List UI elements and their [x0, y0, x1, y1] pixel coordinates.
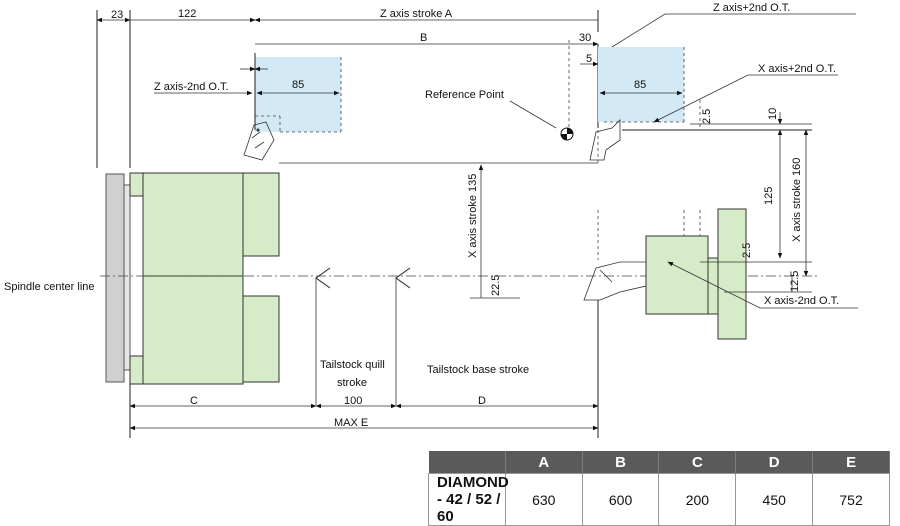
- spindle-center-line-label: Spindle center line: [4, 281, 95, 293]
- spec-col-e: E: [812, 451, 890, 474]
- dim-12-5: 12.5: [789, 271, 801, 292]
- spec-model-suffix: - 42 / 52 / 60: [437, 491, 501, 525]
- spec-model-prefix: DIAMOND: [437, 474, 509, 491]
- dim-b: B: [420, 32, 427, 44]
- dim-5: 5: [586, 53, 592, 65]
- tailstock-quill-label-2: stroke: [337, 377, 367, 389]
- spec-value-b: 600: [581, 473, 660, 526]
- z-axis-minus-2nd-ot-label: Z axis-2nd O.T.: [154, 81, 229, 93]
- spec-col-c: C: [658, 451, 737, 474]
- x-axis-minus-2nd-ot-label: X axis-2nd O.T.: [764, 295, 839, 307]
- dim-122: 122: [178, 8, 196, 20]
- dim-2-5-top: 2.5: [701, 109, 713, 124]
- dim-d: D: [478, 395, 486, 407]
- spec-col-a: A: [505, 451, 583, 474]
- spec-value-d: 450: [735, 473, 814, 526]
- spec-value-e: 752: [812, 473, 890, 526]
- x-axis-stroke-135-label: X axis stroke 135: [467, 174, 479, 258]
- z-minus-zone: [255, 57, 341, 132]
- spec-value-a: 630: [504, 473, 583, 526]
- spec-col-b: B: [582, 451, 660, 474]
- x-axis-plus-2nd-ot-label: X axis+2nd O.T.: [758, 63, 836, 75]
- reference-point-marker: [560, 127, 574, 141]
- spec-table: A B C D E DIAMOND - 42 / 52 / 60 630 600…: [428, 451, 890, 526]
- z-axis-plus-2nd-ot-label: Z axis+2nd O.T.: [713, 2, 790, 14]
- dim-100: 100: [344, 395, 362, 407]
- dim-c: C: [190, 395, 198, 407]
- dim-85-left: 85: [292, 79, 304, 91]
- z-plus-zone: [598, 47, 684, 122]
- z-axis-stroke-a-label: Z axis stroke A: [380, 8, 453, 20]
- spec-table-model-header: [428, 451, 506, 474]
- spec-value-c: 200: [658, 473, 737, 526]
- tailstock-quill-label-1: Tailstock quill: [320, 359, 385, 371]
- reference-point-label: Reference Point: [425, 89, 504, 101]
- dim-23: 23: [111, 9, 123, 21]
- dim-125: 125: [763, 187, 775, 205]
- spec-model-name: DIAMOND - 42 / 52 / 60: [428, 473, 509, 526]
- dim-22-5: 22.5: [490, 275, 502, 296]
- table-row: DIAMOND - 42 / 52 / 60 630 600 200 450 7…: [428, 473, 890, 526]
- spec-col-d: D: [735, 451, 814, 474]
- spindle-chuck: [105, 172, 280, 385]
- dim-85-right: 85: [634, 79, 646, 91]
- dim-30: 30: [579, 32, 591, 44]
- dim-2-5-mid: 2.5: [741, 243, 753, 258]
- machine-stroke-diagram: Spindle center line 23 122 Z axis stroke…: [4, 2, 858, 438]
- tailstock-base-stroke-label: Tailstock base stroke: [427, 364, 529, 376]
- turret-assembly: [583, 208, 747, 340]
- dim-max-e: MAX E: [334, 417, 368, 429]
- spec-table-header: A B C D E: [428, 451, 890, 474]
- x-axis-stroke-160-label: X axis stroke 160: [791, 158, 803, 242]
- dim-10: 10: [767, 108, 779, 120]
